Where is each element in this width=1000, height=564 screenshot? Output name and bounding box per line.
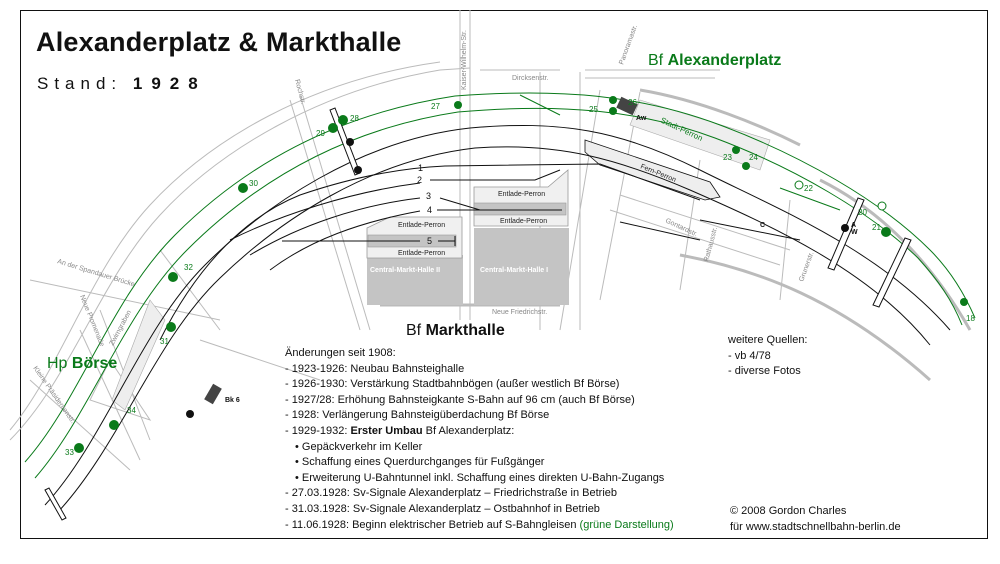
stand-label: Stand: <box>37 74 123 93</box>
svg-text:30: 30 <box>249 179 258 188</box>
copyright-url: für www.stadtschnellbahn-berlin.de <box>730 521 901 533</box>
svg-text:1: 1 <box>418 163 423 173</box>
changes-heading: Änderungen seit 1908: <box>285 347 396 359</box>
svg-text:21: 21 <box>872 223 881 232</box>
svg-text:Central-Markt-Halle I: Central-Markt-Halle I <box>480 267 548 274</box>
change-item: - 27.03.1928: Sv-Signale Alexanderplatz … <box>285 487 618 500</box>
svg-text:Rochstr.: Rochstr. <box>293 79 306 106</box>
change-item: - 31.03.1928: Sv-Signale Alexanderplatz … <box>285 502 600 515</box>
sources: weitere Quellen: - vb 4/78 - diverse Fot… <box>728 333 808 380</box>
source-item: - vb 4/78 <box>728 349 771 362</box>
change-item: - 1927/28: Erhöhung Bahnsteigkante S-Bah… <box>285 393 635 406</box>
svg-text:Kleine Präsidentenstr.: Kleine Präsidentenstr. <box>31 365 76 425</box>
stand-line: Stand: 1928 <box>37 74 207 94</box>
copyright-line: © 2008 Gordon Charles <box>730 505 847 517</box>
central-markt-halle-1 <box>474 228 569 305</box>
svg-text:Grunerstr.: Grunerstr. <box>798 251 815 283</box>
svg-text:Kaiser-Wilhelm-Str.: Kaiser-Wilhelm-Str. <box>461 30 468 90</box>
svg-text:33: 33 <box>65 448 74 457</box>
svg-text:Neue Friedrichstr.: Neue Friedrichstr. <box>492 309 547 316</box>
signal-numbers: 18 20 21 22 23 24 25 26 27 28 29 30 31 3… <box>65 98 975 457</box>
svg-text:24: 24 <box>749 153 758 162</box>
svg-text:A: A <box>851 222 856 229</box>
aw-signal-box <box>616 96 638 116</box>
station-label-boerse: Hp Börse <box>47 355 118 372</box>
svg-text:26: 26 <box>628 98 637 107</box>
sources-heading: weitere Quellen: <box>728 334 808 346</box>
signal-markers <box>74 96 968 453</box>
svg-text:4: 4 <box>427 205 432 215</box>
track-numbers: 1 2 3 4 5 <box>417 163 432 246</box>
map-frame <box>20 10 988 539</box>
bk6-signal-box <box>204 383 222 405</box>
marker-labels: Aw Bk 6 C A W <box>225 115 858 404</box>
changes-list: Änderungen seit 1908: - 1923-1926: Neuba… <box>285 346 674 533</box>
svg-text:32: 32 <box>184 263 193 272</box>
central-markt-halle-2 <box>367 255 463 305</box>
svg-text:Entlade-Perron: Entlade-Perron <box>500 218 547 225</box>
svg-text:34: 34 <box>127 406 136 415</box>
svg-text:20: 20 <box>858 208 867 217</box>
fernbahn-tracks <box>44 124 951 513</box>
svg-text:Aw: Aw <box>636 115 647 122</box>
svg-text:28: 28 <box>350 114 359 123</box>
svg-text:Panoramastr.: Panoramastr. <box>618 24 639 66</box>
change-subitem: • Gepäckverkehr im Keller <box>295 440 423 453</box>
change-item: - 11.06.1928: Beginn elektrischer Betrie… <box>285 518 674 531</box>
svg-text:3: 3 <box>426 191 431 201</box>
svg-text:C: C <box>760 222 765 229</box>
copyright: © 2008 Gordon Charles für www.stadtschne… <box>730 503 901 535</box>
svg-text:31: 31 <box>160 337 169 346</box>
svg-text:23: 23 <box>723 153 732 162</box>
svg-text:29: 29 <box>316 129 325 138</box>
svg-text:Entlade-Perron: Entlade-Perron <box>498 191 545 198</box>
svg-text:Neue Promenade: Neue Promenade <box>78 294 105 348</box>
svg-text:2: 2 <box>417 175 422 185</box>
change-item: - 1928: Verlängerung Bahnsteigüberdachun… <box>285 409 550 422</box>
svg-text:Bk 6: Bk 6 <box>225 397 240 404</box>
svg-text:18: 18 <box>966 314 975 323</box>
station-label-alexanderplatz: Bf Alexanderplatz <box>648 52 782 69</box>
svg-text:Entlade-Perron: Entlade-Perron <box>398 222 445 229</box>
stand-year: 1928 <box>132 74 207 93</box>
boerse-perron <box>111 299 166 411</box>
station-label-markthalle: Bf Markthalle <box>406 322 505 339</box>
svg-text:5: 5 <box>427 236 432 246</box>
source-item: - diverse Fotos <box>728 365 801 378</box>
fern-perron <box>584 139 721 201</box>
change-item: - 1923-1926: Neubau Bahnsteighalle <box>285 362 465 375</box>
svg-text:Entlade-Perron: Entlade-Perron <box>398 250 445 257</box>
page-title: Alexanderplatz & Markthalle <box>36 27 402 57</box>
track-4-pit <box>473 202 567 216</box>
svg-text:W: W <box>851 229 858 236</box>
change-subitem: • Schaffung eines Querdurchganges für Fu… <box>295 456 545 469</box>
change-item: - 1926-1930: Verstärkung Stadtbahnbögen … <box>285 378 620 391</box>
change-subitem: • Erweiterung U-Bahntunnel inkl. Schaffu… <box>295 471 665 484</box>
svg-text:22: 22 <box>804 184 813 193</box>
svg-text:Central-Markt-Halle II: Central-Markt-Halle II <box>370 267 440 274</box>
change-item: - 1929-1932: Erster Umbau Bf Alexanderpl… <box>285 424 515 437</box>
svg-text:Dircksenstr.: Dircksenstr. <box>512 75 549 82</box>
svg-text:27: 27 <box>431 102 440 111</box>
bridges <box>44 107 912 521</box>
svg-text:25: 25 <box>589 105 598 114</box>
